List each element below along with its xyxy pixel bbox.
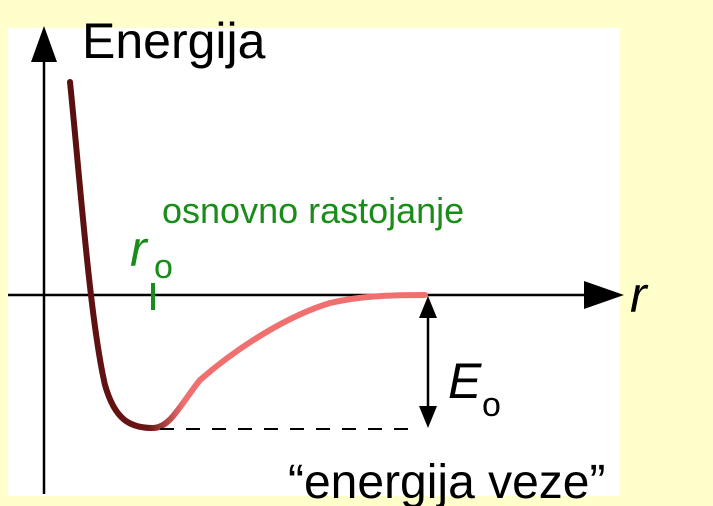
arrow-right-icon [584, 281, 624, 309]
binding-energy-subscript: o [482, 386, 501, 424]
y-axis-label: Energija [82, 13, 266, 69]
binding-energy-symbol: E [448, 353, 482, 409]
potential-energy-curve [67, 79, 428, 432]
equilibrium-symbol: r [130, 221, 149, 277]
binding-energy-caption: “energija veze” [288, 456, 605, 506]
double-arrow-vertical-icon [419, 296, 437, 428]
x-axis-label: r [630, 267, 649, 323]
plot-panel [8, 28, 620, 496]
equilibrium-caption: osnovno rastojanje [162, 190, 464, 231]
arrow-up-icon [31, 26, 57, 62]
equilibrium-subscript: o [154, 248, 173, 286]
